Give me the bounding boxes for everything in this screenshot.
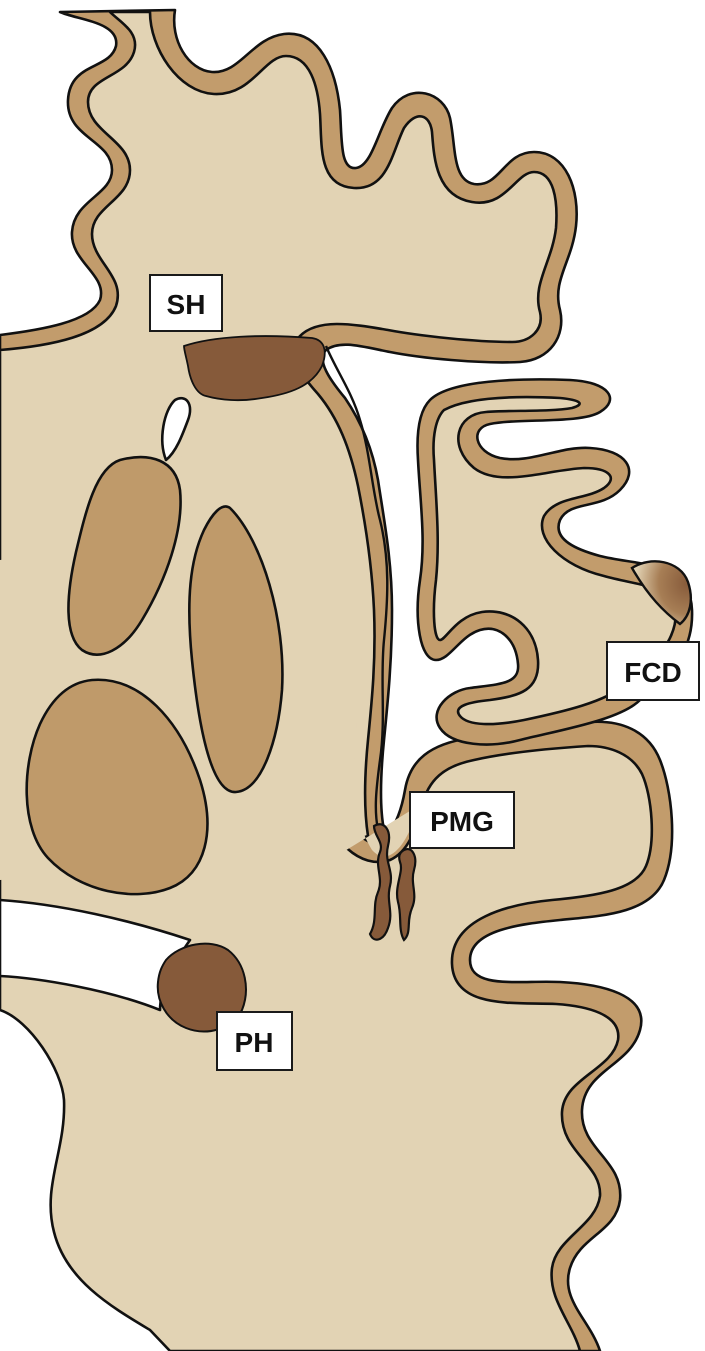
label-sh: SH (150, 275, 222, 331)
label-ph-text: PH (235, 1027, 274, 1058)
label-sh-text: SH (167, 289, 206, 320)
label-fcd: FCD (607, 642, 699, 700)
label-fcd-text: FCD (624, 657, 682, 688)
label-pmg: PMG (410, 792, 514, 848)
label-ph: PH (217, 1012, 292, 1070)
label-pmg-text: PMG (430, 806, 494, 837)
